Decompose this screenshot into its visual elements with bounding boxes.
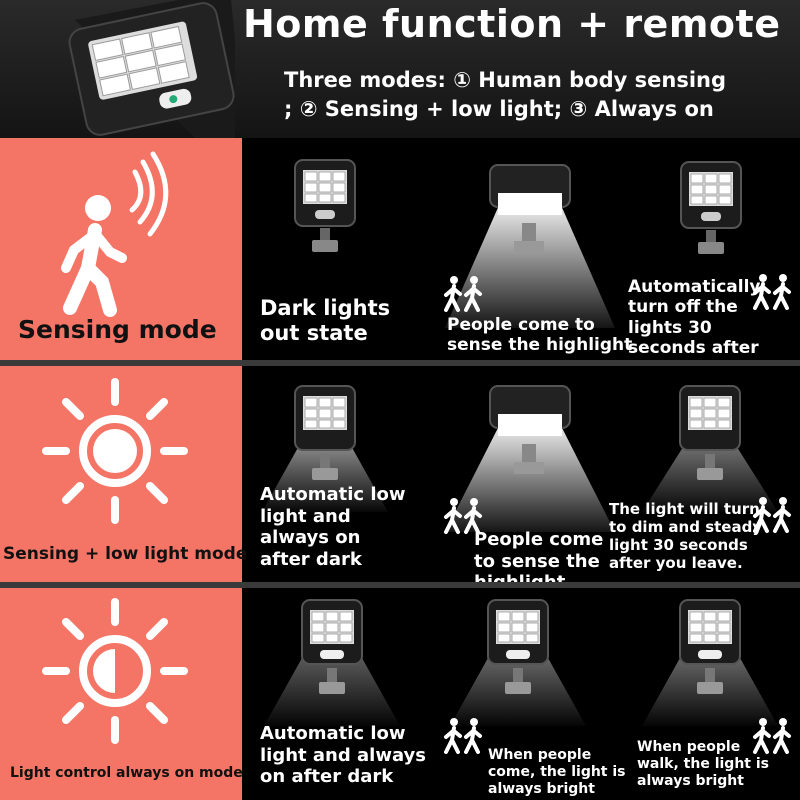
lamp-dim-icon (262, 385, 388, 512)
page-title: Home function + remote (243, 2, 781, 46)
row-divider (0, 360, 800, 366)
mode-label: Sensing + low light mode (3, 544, 248, 564)
street-lamp-icon (68, 0, 235, 138)
approach-text: When people come, the light is always br… (488, 747, 626, 797)
mode-row-always-on: Light control always on mode (0, 588, 800, 800)
lamp-always-on-icon-3 (642, 599, 778, 726)
people-walking-icon-2 (753, 274, 791, 310)
state-text: Automatic low light and always on after … (260, 484, 406, 570)
mode-panel: Sensing + low light mode (0, 366, 247, 582)
people-walking-icon-2 (753, 497, 791, 533)
lamp-always-on-icon-2 (450, 599, 586, 726)
people-walking-icon (444, 498, 482, 534)
state-text: Dark lights out state (260, 296, 391, 346)
people-walking-icon (444, 276, 482, 312)
mode-panel: Light control always on mode (0, 588, 243, 800)
state-text: Automatic low light and always on after … (260, 723, 427, 788)
leave-text: When people walk, the light is always br… (637, 739, 769, 789)
people-walking-icon-2 (753, 718, 791, 754)
people-walking-icon (444, 718, 482, 754)
walking-person-sensor-icon (61, 151, 169, 317)
half-sun-icon (42, 598, 188, 744)
sun-icon (42, 378, 188, 524)
leave-text: The light will turn to dim and steady li… (609, 500, 763, 572)
mode-row-sensing-low-light: Sensing + low light mode (0, 366, 800, 593)
mode-row-sensing: Sensing mode (0, 138, 800, 379)
mode-label: Light control always on mode (10, 765, 243, 781)
lamp-off-icon-2 (680, 161, 742, 254)
lamp-dim-icon-2 (642, 385, 778, 512)
header-banner: Home function + remote Three modes: ① Hu… (0, 0, 800, 138)
row-divider (0, 582, 800, 588)
subtitle-line-2: ; ② Sensing + low light; ③ Always on (284, 97, 714, 121)
lamp-always-on-icon (264, 599, 400, 726)
lamp-bright-icon (445, 164, 615, 328)
lamp-bright-icon (445, 385, 615, 532)
subtitle-line-1: Three modes: ① Human body sensing (284, 68, 727, 92)
lamp-off-icon (294, 159, 356, 252)
mode-panel: Sensing mode (0, 138, 242, 360)
mode-label: Sensing mode (18, 315, 217, 344)
approach-text: People come to sense the highlight (447, 315, 633, 356)
